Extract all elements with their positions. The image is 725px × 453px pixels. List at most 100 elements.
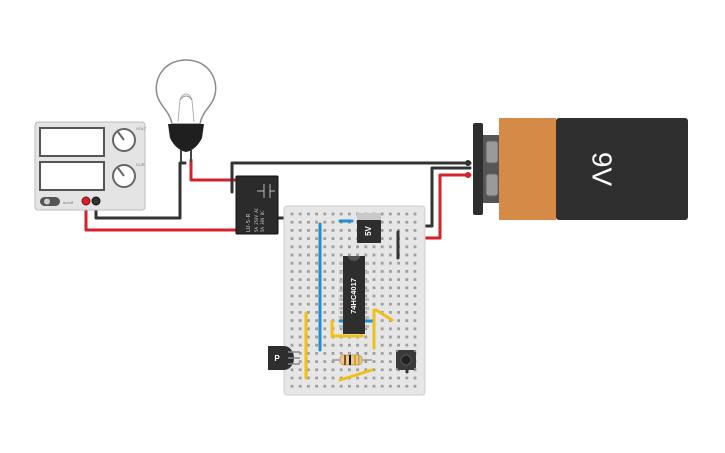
jumper-yellow-5[interactable] [338,368,374,382]
breadboard-hole [364,368,368,372]
knob1-label: VOLT [136,126,147,131]
terminal-negative[interactable] [91,196,101,206]
breadboard-hole [397,294,400,298]
push-button[interactable] [395,349,417,371]
breadboard-hole [364,253,368,257]
breadboard-hole [331,360,335,363]
ic-pin [365,262,369,265]
wire-red-battery-board[interactable] [410,173,472,240]
breadboard-hole [323,229,327,232]
breadboard-hole [380,229,384,232]
breadboard-hole [380,253,384,257]
breadboard-hole [307,343,310,347]
terminal-positive[interactable] [81,196,91,206]
wire-red-psu[interactable] [84,200,240,232]
breadboard-hole [315,368,318,372]
breadboard-hole [348,245,351,249]
breadboard-hole [290,376,294,380]
breadboard-hole [380,278,384,281]
ic-pin [339,307,343,310]
transistor[interactable]: P [268,346,300,370]
wire-black-battery-board[interactable] [416,166,472,228]
breadboard-hole [389,229,392,232]
breadboard-hole [364,278,368,281]
breadboard-hole [290,368,294,372]
breadboard-hole [397,212,400,216]
breadboard-hole [307,311,310,314]
breadboard-hole [331,245,335,249]
breadboard-hole [413,343,417,347]
breadboard-hole [405,294,409,298]
breadboard-hole [298,327,302,331]
breadboard-hole [315,302,318,306]
breadboard-hole [290,294,294,298]
breadboard-hole [372,261,376,265]
breadboard-hole [298,343,302,347]
breadboard-hole [405,311,409,314]
breadboard-hole [413,237,417,240]
breadboard-hole [307,229,310,232]
breadboard-hole [323,261,327,265]
wire-red-bulb[interactable] [189,158,240,182]
breadboard-hole [364,286,368,290]
breadboard-hole [372,302,376,306]
breadboard-hole [339,278,343,281]
breadboard-hole [298,302,302,306]
breadboard-hole [315,270,318,273]
breadboard-hole [290,245,294,249]
breadboard-hole [405,376,409,380]
breadboard-hole [389,253,392,257]
battery-band [499,118,556,220]
breadboard-hole [380,237,384,240]
breadboard-hole [290,286,294,290]
breadboard-hole [372,352,376,355]
breadboard-hole [298,212,302,216]
breadboard-hole [364,311,368,314]
breadboard-hole [307,352,310,355]
breadboard-hole [331,237,335,240]
breadboard-hole [348,212,351,216]
battery-9v[interactable]: 9V [465,118,688,220]
voltage-regulator[interactable]: 5V [357,213,381,243]
breadboard-hole [290,278,294,281]
breadboard-hole [323,237,327,240]
breadboard-hole [323,278,327,281]
breadboard-hole [339,376,343,380]
breadboard-hole [364,352,368,355]
breadboard-hole [290,261,294,265]
breadboard-hole [298,352,302,355]
breadboard-hole [315,220,318,224]
wire-black-relay-battery[interactable] [230,161,472,194]
power-supply[interactable]: VOLT CUR on/off [34,121,147,211]
breadboard-hole [315,245,318,249]
breadboard-hole [339,229,343,232]
breadboard-hole [307,212,310,216]
breadboard-hole [380,376,384,380]
breadboard-hole [298,270,302,273]
breadboard-hole [380,245,384,249]
jumper-yellow-4[interactable] [374,308,394,322]
breadboard-hole [389,327,392,331]
ic-74hc4017[interactable]: 74HC4017 [339,256,369,334]
power-button-label: on/off [63,200,74,205]
breadboard-hole [405,253,409,257]
breadboard-hole [331,302,335,306]
breadboard-hole [331,352,335,355]
breadboard-hole [307,294,310,298]
breadboard-hole [364,343,368,347]
wire-black-psu[interactable] [94,161,187,220]
breadboard-hole [380,368,384,372]
breadboard-hole [290,327,294,331]
breadboard-hole [364,384,368,388]
breadboard-hole [339,286,343,290]
ic-pin [339,271,343,274]
ic-pin [339,280,343,283]
breadboard-hole [339,237,343,240]
breadboard-hole [405,286,409,290]
light-bulb[interactable] [155,59,217,162]
breadboard-hole [380,343,384,347]
resistor[interactable] [332,354,372,366]
breadboard-hole [364,245,368,249]
relay[interactable]: LU-5-R 5A 250V AC 5A 30V DC [235,175,279,235]
